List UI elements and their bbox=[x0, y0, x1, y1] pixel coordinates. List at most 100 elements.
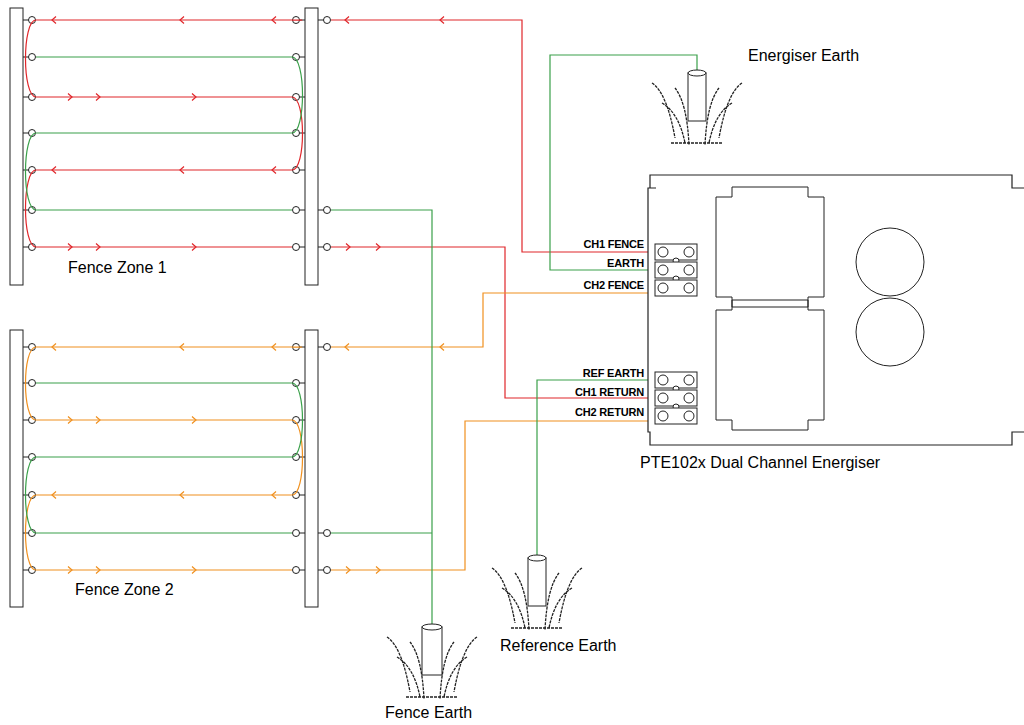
insulator bbox=[293, 567, 300, 574]
device-name: PTE102x Dual Channel Energiser bbox=[640, 454, 1024, 472]
terminal-screw bbox=[684, 375, 694, 385]
wire bbox=[36, 346, 292, 347]
arrow-mark bbox=[345, 17, 349, 24]
terminal-name: REF EARTH bbox=[583, 367, 644, 379]
insulator bbox=[324, 17, 331, 24]
wire bbox=[36, 532, 292, 533]
arrow-mark bbox=[192, 244, 196, 251]
insulator bbox=[293, 530, 300, 537]
jumper-wire bbox=[26, 20, 37, 97]
jumper-wire bbox=[292, 19, 303, 20]
wire bbox=[36, 19, 292, 20]
terminal-screw bbox=[684, 265, 694, 275]
terminal-name: CH1 RETURN bbox=[575, 386, 644, 398]
indicator-circle bbox=[856, 228, 924, 296]
arrow-mark bbox=[272, 167, 276, 174]
part-label: Fence Earth bbox=[385, 704, 472, 722]
wire bbox=[36, 456, 292, 457]
wire bbox=[36, 419, 292, 420]
part-label: Reference Earth bbox=[500, 637, 617, 655]
part-label: Energiser Earth bbox=[748, 47, 859, 65]
wire bbox=[36, 209, 292, 210]
arrow-mark bbox=[192, 94, 196, 101]
wire bbox=[331, 293, 660, 347]
arrow-mark bbox=[52, 17, 56, 24]
fence-post bbox=[10, 8, 23, 285]
arrow-mark bbox=[346, 244, 350, 251]
arrow-mark bbox=[52, 167, 56, 174]
energiser-housing: PTE102x Dual Channel Energiser bbox=[640, 170, 1024, 480]
wire bbox=[36, 382, 292, 383]
wire bbox=[36, 169, 292, 170]
arrow-mark bbox=[192, 417, 196, 424]
jumper-wire bbox=[292, 346, 303, 347]
wire bbox=[331, 421, 660, 570]
module-outline bbox=[716, 300, 824, 430]
housing-outline bbox=[648, 175, 1024, 445]
wire bbox=[36, 56, 292, 57]
arrow-mark bbox=[68, 244, 72, 251]
terminal-block bbox=[655, 280, 697, 296]
terminal-name: CH2 RETURN bbox=[575, 406, 644, 418]
earth-rod bbox=[528, 558, 546, 606]
arrow-mark bbox=[272, 492, 276, 499]
arrow-mark bbox=[52, 492, 56, 499]
module-outline bbox=[716, 187, 824, 307]
arrow-mark bbox=[68, 567, 72, 574]
arrow-mark bbox=[440, 17, 444, 24]
energiser-outline bbox=[640, 170, 1024, 480]
jumper-wire bbox=[292, 383, 303, 457]
arrow-mark bbox=[180, 492, 184, 499]
terminal-screw bbox=[658, 411, 668, 421]
arrow-mark bbox=[376, 567, 380, 574]
part-label: Fence Zone 2 bbox=[75, 581, 174, 599]
wire bbox=[36, 246, 292, 247]
jumper-wire bbox=[26, 133, 37, 210]
fence-post bbox=[10, 330, 23, 607]
wire bbox=[331, 210, 432, 625]
arrow-mark bbox=[68, 94, 72, 101]
terminal-screw bbox=[684, 411, 694, 421]
insulator bbox=[324, 344, 331, 351]
jumper-wire bbox=[26, 170, 37, 247]
insulator bbox=[324, 244, 331, 251]
arrow-mark bbox=[96, 244, 100, 251]
insulator bbox=[29, 380, 36, 387]
jumper-wire bbox=[292, 97, 303, 170]
indicator-circle bbox=[856, 298, 924, 366]
terminal-block bbox=[655, 408, 697, 424]
wire bbox=[36, 132, 292, 133]
jumper-wire bbox=[292, 420, 303, 495]
arrow-mark bbox=[96, 94, 100, 101]
wire bbox=[36, 569, 292, 570]
jumper-wire bbox=[26, 457, 37, 533]
arrow-mark bbox=[376, 244, 380, 251]
earth-rod-top bbox=[688, 70, 706, 76]
terminal-screw bbox=[684, 283, 694, 293]
terminal-screw bbox=[658, 393, 668, 403]
wire bbox=[36, 96, 292, 97]
insulator bbox=[29, 54, 36, 61]
insulator bbox=[293, 244, 300, 251]
insulator bbox=[324, 207, 331, 214]
arrow-mark bbox=[272, 344, 276, 351]
terminal-screw bbox=[684, 393, 694, 403]
arrow-mark bbox=[52, 344, 56, 351]
terminal-name: CH2 FENCE bbox=[583, 279, 644, 291]
insulator bbox=[293, 207, 300, 214]
terminal-name: CH1 FENCE bbox=[583, 238, 644, 250]
arrow-mark bbox=[345, 344, 349, 351]
part-label: Fence Zone 1 bbox=[68, 259, 167, 277]
arrow-mark bbox=[192, 567, 196, 574]
fence-post bbox=[305, 8, 318, 285]
fence-post bbox=[305, 330, 318, 607]
arrow-mark bbox=[272, 17, 276, 24]
terminal-screw bbox=[658, 265, 668, 275]
arrow-mark bbox=[68, 417, 72, 424]
arrow-mark bbox=[180, 17, 184, 24]
earth-rod bbox=[688, 73, 706, 121]
earth-rod-top bbox=[422, 624, 442, 630]
terminal-screw bbox=[658, 283, 668, 293]
insulator bbox=[324, 530, 331, 537]
terminal-screw bbox=[658, 375, 668, 385]
